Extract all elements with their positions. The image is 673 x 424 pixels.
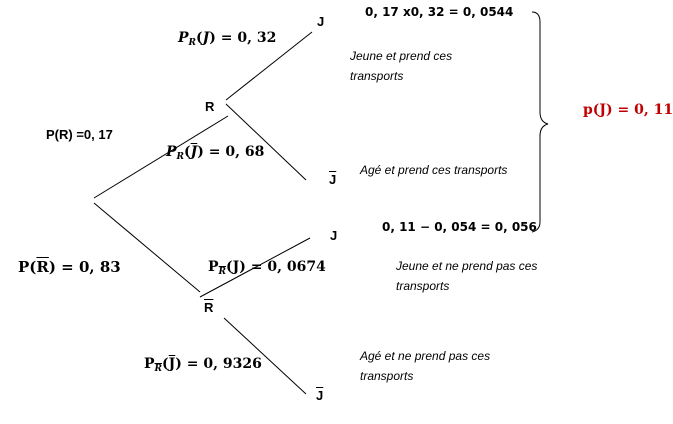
result-p-J: p(J) = 0, 11 [583,102,673,118]
description-old-not: Agé et ne prend pas ces transports [360,349,491,383]
prob-R-bar: P(R) = 0, 83 [18,258,121,276]
prob-J-given-R: PR(J) = 0, 32 [178,30,277,48]
branch-R-to-J [225,31,313,101]
node-J-top: J [317,14,325,29]
sum-brace [531,11,549,233]
branch-root-to-R [93,115,229,199]
prob-R: P(R) =0, 17 [46,127,113,142]
branch-R-bar-to-J [199,237,311,298]
branch-R-bar-to-J-bar [223,317,307,395]
prob-J-given-R-bar: PR(J) = 0, 0674 [208,259,326,277]
description-old-takes: Agé et prend ces transports [360,163,508,177]
calculation-top: 0, 17 x0, 32 = 0, 0544 [365,5,514,19]
node-R: R [205,99,215,114]
node-J-bar-top: J [329,172,337,187]
branch-R-to-J-bar [225,103,307,181]
branch-root-to-R-bar [93,202,201,293]
node-J-bar-bottom: J [316,388,324,403]
node-R-bar: R [204,300,214,315]
calculation-bottom: 0, 11 − 0, 054 = 0, 056 [382,220,537,234]
description-young-not: Jeune et ne prend pas ces transports [396,259,538,293]
prob-J-bar-given-R-bar: PR(J) = 0, 9326 [144,356,262,374]
description-young-takes: Jeune et prend ces transports [350,49,453,83]
prob-J-bar-given-R: PR(J) = 0, 68 [166,144,265,162]
node-J-mid: J [330,228,338,243]
